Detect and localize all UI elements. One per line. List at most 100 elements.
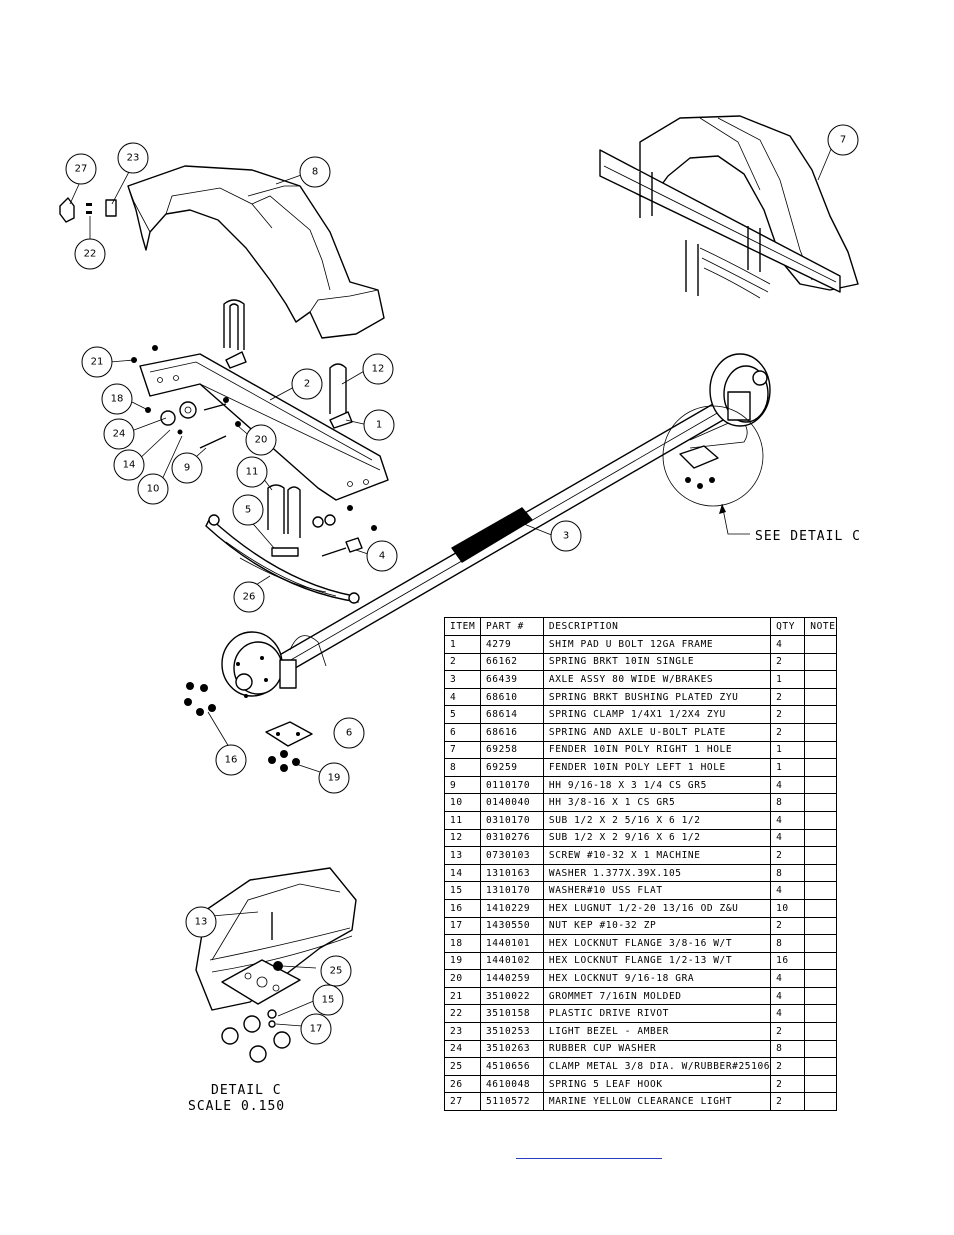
- bom-item: 14: [444, 863, 481, 883]
- svg-text:10: 10: [147, 484, 160, 495]
- bom-item: 8: [444, 758, 481, 777]
- bom-note: [804, 670, 837, 689]
- bom-qty: 4: [770, 775, 806, 795]
- bom-note: [804, 934, 837, 953]
- svg-text:13: 13: [195, 917, 208, 928]
- item-balloon-9: 9: [171, 452, 203, 484]
- bom-item: 25: [444, 1057, 481, 1076]
- bom-note: [804, 775, 837, 795]
- bom-qty: 4: [770, 810, 806, 830]
- svg-text:16: 16: [225, 755, 238, 766]
- bom-part-number: 68614: [479, 705, 544, 724]
- bom-part-number: 1440101: [479, 934, 544, 953]
- bom-qty: 2: [770, 1074, 806, 1094]
- bom-qty: 8: [770, 934, 806, 953]
- bom-note: [804, 635, 837, 654]
- bom-note: [804, 986, 837, 1006]
- bom-part-number: 69258: [479, 740, 544, 760]
- left-brake-hub: [221, 631, 297, 698]
- item-balloon-27: 27: [65, 153, 97, 185]
- svg-text:17: 17: [310, 1024, 323, 1035]
- detail-title: DETAIL C: [211, 1083, 282, 1098]
- item-balloon-2: 2: [291, 368, 323, 400]
- bom-description: WASHER 1.377X.39X.105: [542, 863, 772, 883]
- item-balloon-24: 24: [103, 418, 135, 450]
- bom-part-number: 3510253: [479, 1022, 544, 1041]
- svg-text:7: 7: [840, 135, 846, 146]
- bom-qty: 2: [770, 846, 806, 865]
- bom-qty: 2: [770, 652, 806, 672]
- bom-qty: 4: [770, 969, 806, 988]
- shim-pad: [329, 411, 353, 429]
- bom-part-number: 66162: [479, 652, 544, 672]
- bom-part-number: 0110170: [479, 775, 544, 795]
- bom-description: PLASTIC DRIVE RIVOT: [542, 1004, 772, 1024]
- bom-part-number: 69259: [479, 758, 544, 777]
- item-balloon-4: 4: [366, 540, 398, 572]
- item-balloon-11: 11: [236, 456, 268, 488]
- item-balloon-14: 14: [113, 449, 145, 481]
- svg-text:25: 25: [330, 966, 343, 977]
- bom-description: SHIM PAD U BOLT 12GA FRAME: [542, 635, 772, 654]
- hyperlink-underline[interactable]: [516, 1158, 662, 1159]
- bom-item: 27: [444, 1092, 481, 1112]
- bom-item: 6: [444, 722, 481, 742]
- svg-text:15: 15: [322, 995, 335, 1006]
- svg-text:21: 21: [91, 357, 104, 368]
- bom-description: FENDER 10IN POLY RIGHT 1 HOLE: [542, 740, 772, 760]
- bom-description: HEX LOCKNUT 9/16-18 GRA: [542, 969, 772, 988]
- bom-item: 26: [444, 1074, 481, 1094]
- bom-description: SPRING 5 LEAF HOOK: [542, 1074, 772, 1094]
- bom-qty: 16: [770, 951, 806, 971]
- bom-note: [804, 951, 837, 971]
- bom-note: [804, 758, 837, 777]
- fasteners: [145, 397, 377, 557]
- bom-description: FENDER 10IN POLY LEFT 1 HOLE: [542, 758, 772, 777]
- see-detail-callout: SEE DETAIL C: [755, 529, 861, 544]
- bom-part-number: 1440102: [479, 951, 544, 971]
- bom-item: 23: [444, 1022, 481, 1041]
- item-balloon-16: 16: [215, 744, 247, 776]
- svg-text:24: 24: [113, 429, 126, 440]
- bom-description: LIGHT BEZEL - AMBER: [542, 1022, 772, 1041]
- bom-item: 12: [444, 828, 481, 848]
- bom-item: 18: [444, 934, 481, 953]
- bom-qty: 4: [770, 828, 806, 848]
- item-balloon-13: 13: [185, 906, 217, 938]
- right-brake-hub: [709, 353, 771, 427]
- bom-header-item: ITEM: [444, 617, 481, 636]
- bom-part-number: 0310276: [479, 828, 544, 848]
- bom-qty: 2: [770, 1092, 806, 1112]
- bom-note: [804, 687, 837, 707]
- bom-qty: 2: [770, 916, 806, 936]
- bom-description: SUB 1/2 X 2 9/16 X 6 1/2: [542, 828, 772, 848]
- item-balloon-3: 3: [550, 520, 582, 552]
- bom-description: HEX LUGNUT 1/2-20 13/16 OD Z&U: [542, 898, 772, 918]
- bom-qty: 4: [770, 986, 806, 1006]
- bom-part-number: 3510022: [479, 986, 544, 1006]
- bom-qty: 2: [770, 722, 806, 742]
- item-balloon-17: 17: [300, 1013, 332, 1045]
- bom-note: [804, 652, 837, 672]
- bom-header-note: NOTE: [804, 617, 837, 636]
- bom-item: 16: [444, 898, 481, 918]
- bom-part-number: 66439: [479, 670, 544, 689]
- bom-item: 1: [444, 635, 481, 654]
- bom-item: 10: [444, 793, 481, 812]
- bom-qty: 8: [770, 793, 806, 812]
- item-balloon-15: 15: [312, 984, 344, 1016]
- svg-text:11: 11: [246, 467, 259, 478]
- svg-text:12: 12: [372, 364, 385, 375]
- bom-note: [804, 1022, 837, 1041]
